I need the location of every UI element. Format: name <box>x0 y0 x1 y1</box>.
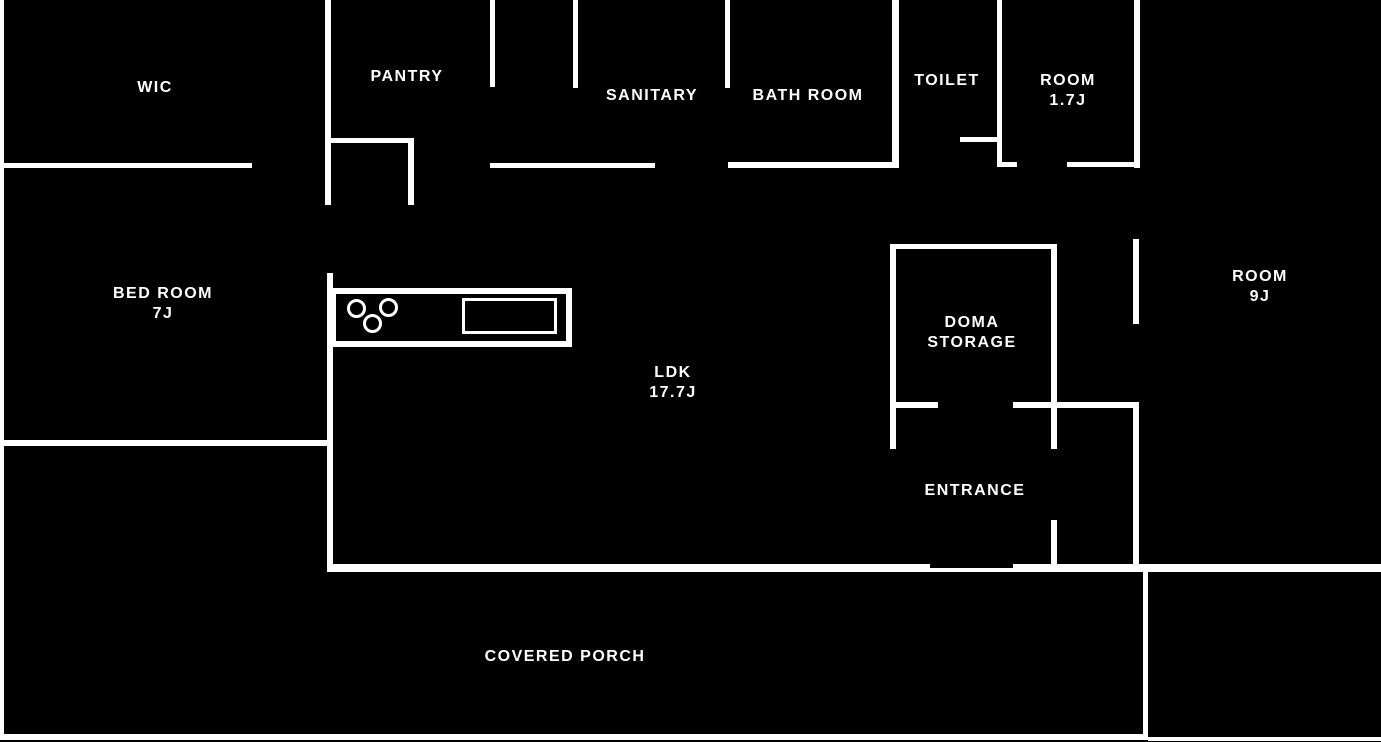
wall-doma-bottom-left <box>890 402 938 408</box>
room-label-wic: WIC <box>137 79 173 96</box>
wall-doma-right <box>1051 244 1057 449</box>
wall-left-border <box>0 0 4 740</box>
wall-doma-bottom-right <box>1013 402 1139 408</box>
wall-entrance-door-sill <box>930 568 1013 572</box>
room-label-room-1-7j: ROOM 1.7J <box>1040 71 1096 111</box>
wall-ldk-bottom <box>327 564 930 572</box>
room-label-ldk: LDK 17.7J <box>649 363 697 403</box>
room-name: BED ROOM <box>113 285 213 302</box>
wall-sanitary-bottom <box>490 163 655 168</box>
stove-burner-icon <box>379 298 398 317</box>
wall-bedroom-bottom <box>0 440 332 446</box>
room-area: 17.7J <box>649 384 697 401</box>
room-name: LDK <box>654 364 692 381</box>
wall-sanitary-bathroom <box>725 0 730 88</box>
room-area: 1.7J <box>1049 92 1087 109</box>
wall-toilet-bottom-stub <box>997 162 1017 167</box>
wall-porch-bottom <box>0 734 1148 740</box>
wall-doma-left <box>890 244 896 449</box>
room-name: ROOM <box>1040 72 1096 89</box>
room-label-toilet: TOILET <box>914 72 980 89</box>
wall-closet-right <box>408 138 414 205</box>
room-name: ROOM <box>1232 268 1288 285</box>
room-label-bathroom: BATH ROOM <box>752 87 864 104</box>
room-name: DOMA <box>944 314 1000 331</box>
wall-room17-right <box>1134 0 1140 168</box>
wall-bathroom-bottom <box>728 162 894 168</box>
wall-pantry-sanitary <box>490 0 495 87</box>
kitchen-counter <box>330 288 572 347</box>
room-label-sanitary: SANITARY <box>606 87 698 104</box>
room-label-covered-porch: COVERED PORCH <box>484 648 646 665</box>
wall-corridor-room9-lower <box>1133 402 1139 564</box>
wall-doma-top <box>893 244 1057 249</box>
wall-right-block-bottom <box>1148 737 1381 741</box>
room-label-doma-storage: DOMA STORAGE <box>927 313 1016 353</box>
wall-bottom-right-of-door <box>1013 564 1381 572</box>
stove-burner-icon <box>363 314 382 333</box>
room-label-entrance: ENTRANCE <box>924 482 1026 499</box>
room-area: 9J <box>1249 288 1271 305</box>
wall-entrance-right-jamb <box>1051 520 1057 565</box>
wall-closet-top <box>325 138 414 143</box>
wall-toilet-right <box>997 0 1002 165</box>
room-label-pantry: PANTRY <box>370 68 444 85</box>
wall-toilet-door-jamb <box>960 137 1002 142</box>
stove-burner-icon <box>347 299 366 318</box>
wall-room17-bottom <box>1067 162 1139 167</box>
room-area: 7J <box>152 305 174 322</box>
wall-corridor-room9-upper <box>1133 239 1139 324</box>
wall-porch-right <box>1143 572 1148 740</box>
wall-wic-bottom <box>2 163 252 168</box>
room-label-room-9j: ROOM 9J <box>1232 267 1288 307</box>
kitchen-sink-icon <box>462 298 557 334</box>
wall-wic-pantry-divider <box>325 0 331 205</box>
wall-bathroom-toilet <box>892 0 899 168</box>
room-name: STORAGE <box>927 334 1017 351</box>
wall-sanitary-divider <box>573 0 578 88</box>
wall-kitchen-west <box>327 273 333 570</box>
room-label-bedroom: BED ROOM 7J <box>113 284 213 324</box>
